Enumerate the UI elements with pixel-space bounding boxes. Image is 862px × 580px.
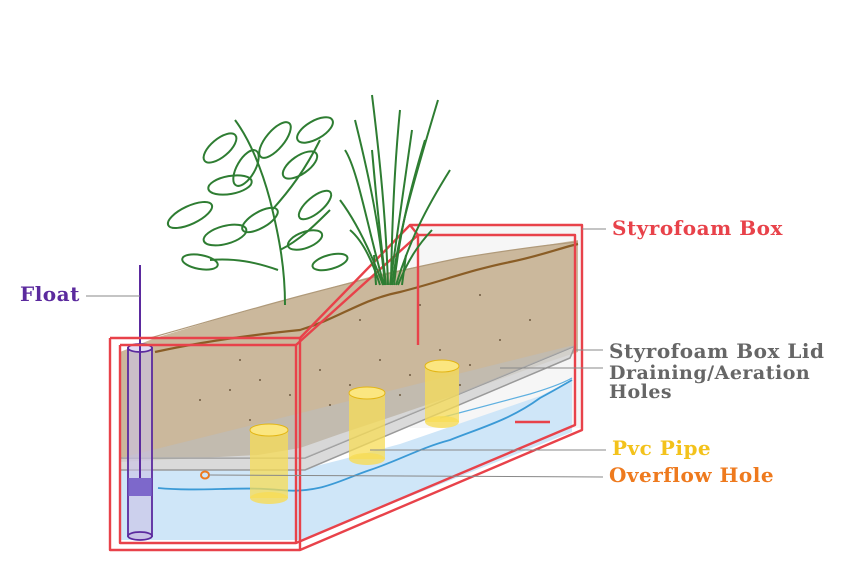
leader-lines bbox=[86, 228, 606, 478]
label-styrofoam-box: Styrofoam Box bbox=[612, 216, 783, 240]
leafy-plant bbox=[166, 116, 349, 306]
soil-layer bbox=[120, 240, 578, 462]
drainage-holes bbox=[199, 294, 531, 421]
label-pvc-pipe: Pvc Pipe bbox=[612, 436, 712, 460]
lid-top-edge bbox=[120, 346, 575, 458]
label-styrofoam-box-lid: Styrofoam Box Lid bbox=[609, 339, 825, 363]
label-float: Float bbox=[20, 282, 80, 306]
pvc-pipe-3 bbox=[424, 359, 460, 428]
pvc-pipe-1 bbox=[249, 423, 289, 504]
label-draining-line2: Holes bbox=[609, 381, 673, 403]
float-tube bbox=[127, 265, 153, 541]
water-wave bbox=[439, 377, 573, 419]
label-draining-line1: Draining/Aeration bbox=[609, 362, 811, 384]
pvc-pipe-2 bbox=[348, 386, 386, 465]
label-overflow-hole: Overflow Hole bbox=[609, 463, 775, 487]
water-layer bbox=[120, 380, 572, 540]
grass-plant bbox=[339, 94, 451, 286]
label-draining-aeration-holes: Draining/Aeration Holes bbox=[609, 364, 810, 402]
